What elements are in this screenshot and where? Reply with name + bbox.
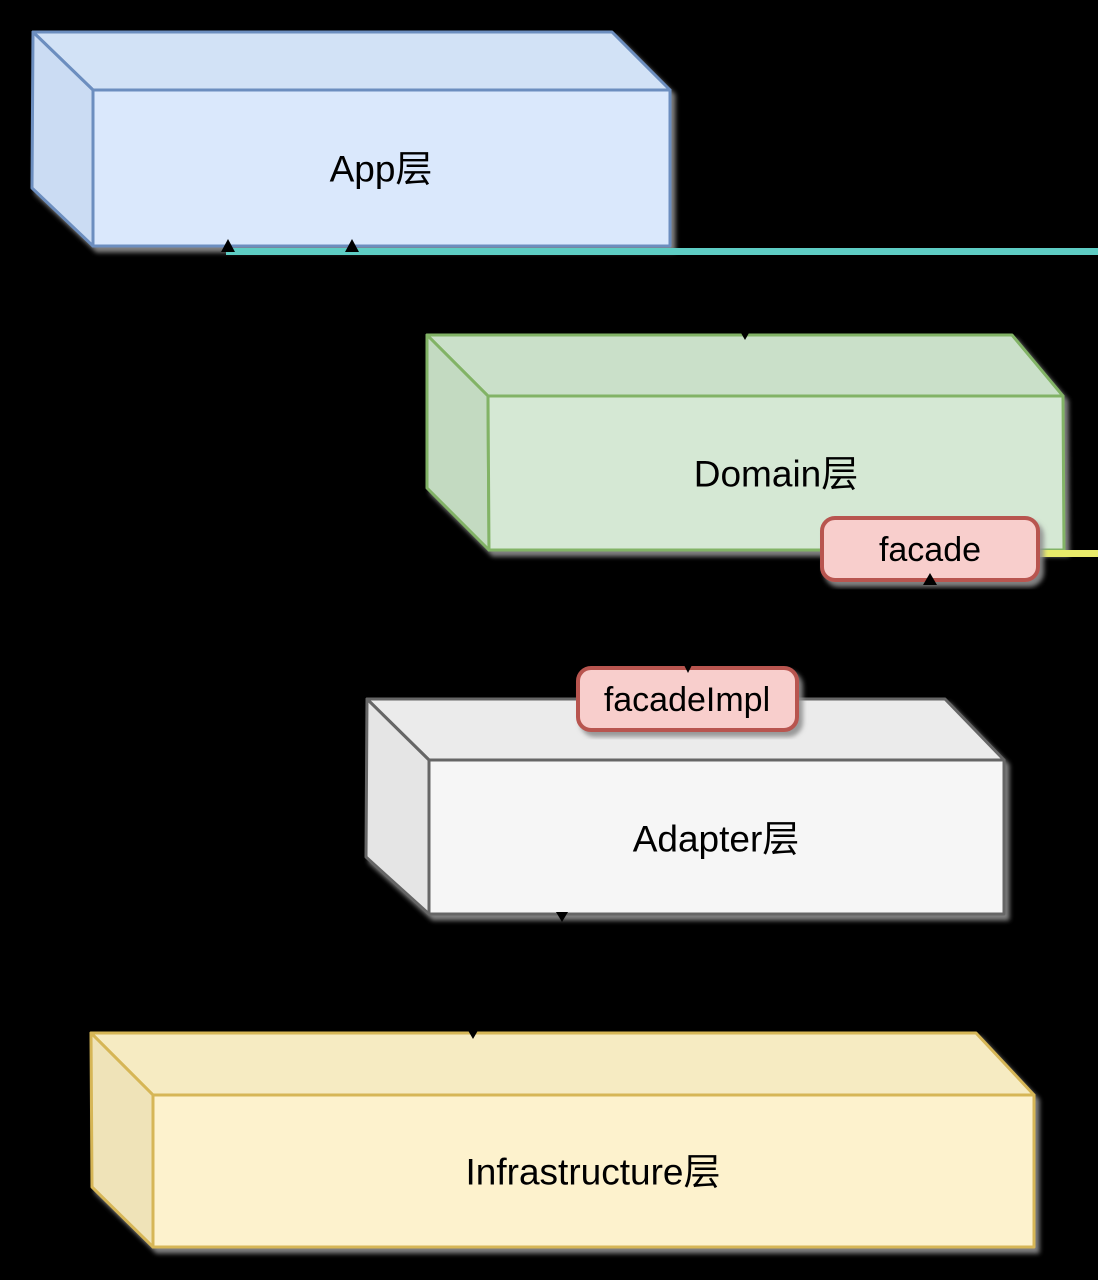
facade-impl-badge-label: facadeImpl	[604, 681, 770, 719]
arrowhead-up-app-bottom-right-icon	[345, 239, 359, 252]
app-layer-top-face	[31, 30, 672, 92]
infrastructure-layer-box	[89, 1031, 1036, 1249]
yellow-connector-line	[1036, 550, 1098, 557]
arrowhead-down-infrastructure-top-icon	[466, 1027, 480, 1039]
arrowhead-down-domain-top-icon	[737, 326, 753, 340]
arrowhead-up-app-bottom-left-icon	[221, 239, 235, 252]
domain-layer-label: Domain层	[694, 454, 859, 495]
app-layer-front-face	[91, 88, 672, 248]
adapter-layer-label: Adapter层	[633, 819, 800, 860]
connector-stub-adapter-bottom-icon	[556, 912, 568, 922]
domain-layer-box	[425, 333, 1066, 552]
app-layer-label: App层	[330, 149, 433, 190]
domain-layer-top-face	[425, 333, 1065, 398]
adapter-layer-box	[364, 697, 1006, 916]
app-layer-box	[30, 30, 672, 248]
infrastructure-layer-front-face	[151, 1093, 1036, 1249]
arrowhead-up-facade-bottom-icon	[923, 573, 937, 585]
arrowhead-down-facade-impl-top-icon	[681, 659, 695, 673]
infrastructure-layer-label: Infrastructure层	[466, 1152, 721, 1193]
infrastructure-layer-top-face	[89, 1031, 1036, 1097]
facade-badge-label: facade	[879, 531, 981, 569]
teal-connector-line	[226, 248, 1098, 255]
adapter-layer-front-face	[427, 758, 1006, 916]
